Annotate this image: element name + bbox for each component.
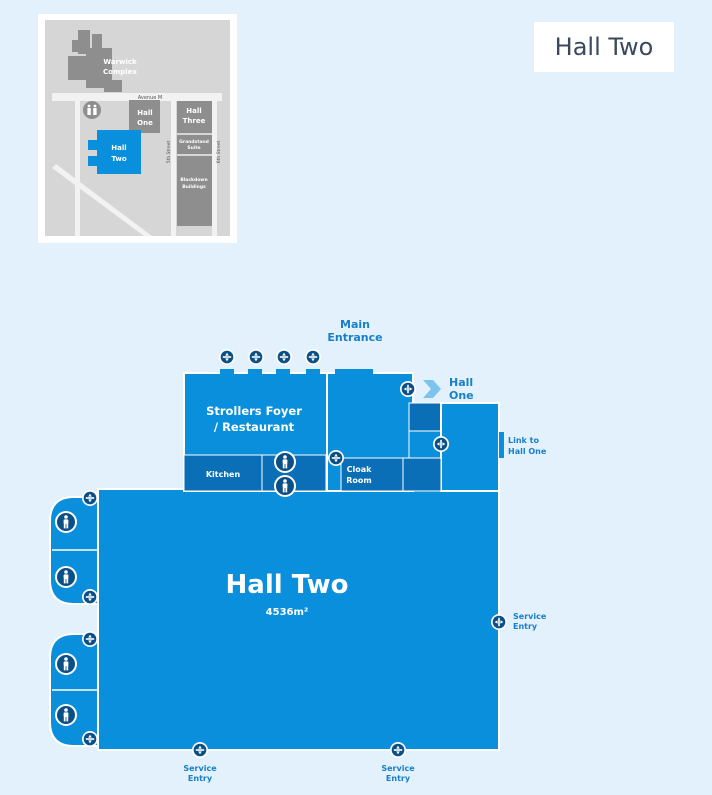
inset-grandstand-label-2: Suite: [187, 145, 200, 151]
toilet-icon: [274, 475, 296, 497]
link-to-hall-one-label-2: Hall One: [508, 447, 547, 456]
door-icon: [390, 742, 406, 758]
strollers-label-2: / Restaurant: [214, 420, 295, 434]
inset-blackdown-buildings: [177, 156, 212, 226]
foyer-door-tab-4: [306, 369, 320, 375]
map-title: Hall Two: [554, 33, 654, 61]
inset-hall-one-label-1: Hall: [137, 109, 152, 117]
link-to-hall-one-label-1: Link to: [508, 436, 539, 445]
hall-one-label-1: Hall: [449, 376, 473, 389]
service-entry-bottom-left-label-2: Entry: [188, 774, 213, 783]
door-icon: [491, 614, 507, 630]
main-entrance-label-2: Entrance: [327, 331, 382, 344]
hall-two-area: 4536m²: [266, 607, 309, 618]
door-icon: [276, 349, 292, 365]
inset-road-5th: [171, 100, 176, 236]
toilet-icon: [274, 451, 296, 473]
toilet-icon: [55, 653, 77, 675]
inset-avenue-label: Avenue M: [138, 95, 162, 101]
hall-one-label-2: One: [449, 389, 474, 402]
kitchen-room: [183, 454, 263, 492]
door-icon: [219, 349, 235, 365]
inset-road-avenue: [52, 93, 222, 101]
inset-toilet-icon: [83, 101, 101, 119]
inset-road-left: [75, 100, 80, 236]
hall-two-name: Hall Two: [226, 570, 349, 600]
door-icon: [328, 450, 344, 466]
cloak-room-label-2: Room: [346, 476, 372, 485]
cloak-room-label-1: Cloak: [347, 465, 373, 474]
chevron-right-icon: [423, 380, 441, 398]
kitchen-label: Kitchen: [206, 470, 241, 479]
main-entrance-label-1: Main: [340, 318, 370, 331]
door-icon: [82, 589, 98, 605]
link-door-strip: [499, 432, 504, 458]
toilet-icon: [55, 566, 77, 588]
inset-blackdown-label-2: Buildings: [182, 184, 206, 190]
inset-road-6th: [212, 100, 217, 236]
inset-hall-three: [177, 101, 212, 133]
foyer-door-tab-1: [220, 369, 234, 375]
store-room: [402, 457, 442, 492]
main-entrance-tab: [335, 369, 373, 375]
inset-hall-two: [88, 130, 141, 174]
inset-map: Warwick Complex Avenue M Hall One Hall T…: [38, 14, 237, 243]
inset-blackdown-label-1: Blackdown: [180, 177, 207, 183]
inset-warwick-complex: [68, 30, 122, 92]
service-entry-bottom-right-label-1: Service: [381, 764, 415, 773]
service-entry-right-label-1: Service: [513, 612, 547, 621]
door-icon: [192, 742, 208, 758]
inset-grandstand-label-1: Grandstand: [179, 139, 209, 145]
inset-hall-two-label-2: Two: [111, 155, 126, 163]
inset-hall-three-label-2: Three: [183, 117, 206, 125]
inset-hall-three-label-1: Hall: [186, 107, 201, 115]
door-icon: [248, 349, 264, 365]
floor-plan: Main Entrance Hall One Link to Hall One …: [49, 318, 547, 783]
inset-6th-street-label: 6th Street: [216, 140, 222, 163]
cloak-room: [340, 457, 404, 492]
inset-hall-one: [129, 100, 160, 133]
service-entry-bottom-left-label-1: Service: [183, 764, 217, 773]
door-icon: [82, 490, 98, 506]
inset-grandstand-suite: [177, 135, 212, 154]
inset-road-diagonal: [52, 164, 152, 236]
door-icon: [82, 631, 98, 647]
service-entry-right-label-2: Entry: [513, 622, 538, 631]
toilet-icon: [55, 511, 77, 533]
inset-warwick-label-2: Complex: [103, 68, 137, 76]
toilet-icon: [55, 704, 77, 726]
door-icon: [305, 349, 321, 365]
inset-warwick-label-1: Warwick: [103, 58, 137, 66]
inset-5th-street-label: 5th Street: [166, 140, 172, 163]
hall-two-main-area: [97, 488, 500, 751]
link-corridor-upper: [408, 402, 442, 432]
door-icon: [433, 436, 449, 452]
strollers-label-1: Strollers Foyer: [206, 404, 302, 418]
inset-hall-one-label-2: One: [137, 119, 153, 127]
foyer-door-tab-3: [276, 369, 290, 375]
foyer-door-tab-2: [248, 369, 262, 375]
link-to-hall-one-room: [440, 402, 500, 492]
door-icon: [400, 381, 416, 397]
inset-hall-two-label-1: Hall: [111, 144, 126, 152]
service-entry-bottom-right-label-2: Entry: [386, 774, 411, 783]
door-icon: [82, 731, 98, 747]
map-title-box: Hall Two: [534, 22, 674, 72]
